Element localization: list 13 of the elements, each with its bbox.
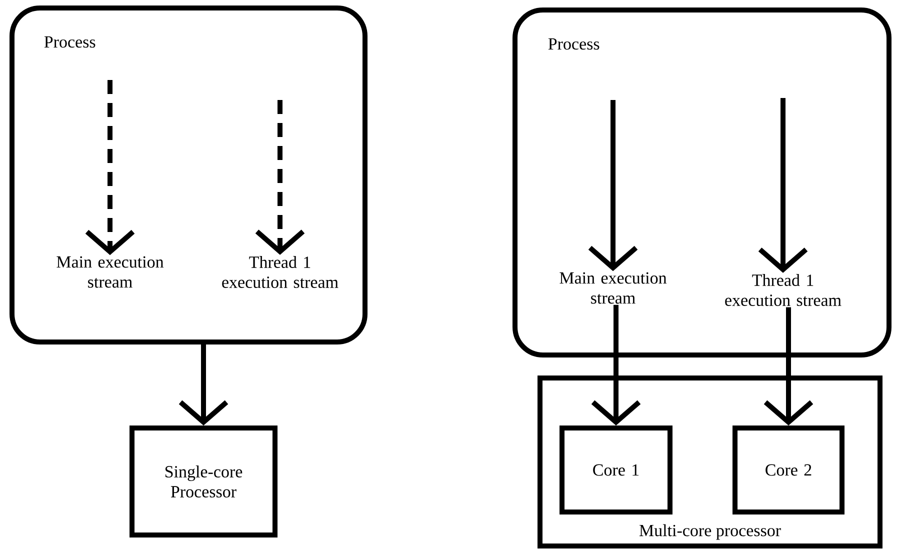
stream-label: Thread 1 execution stream (725, 274, 842, 306)
core-box: Core 1 (560, 426, 672, 514)
stream-label: Thread 1 execution stream (222, 256, 338, 288)
arrow (85, 80, 135, 256)
stream-label: Main execution stream (56, 256, 164, 288)
arrow (255, 100, 305, 255)
arrow (758, 98, 808, 273)
stream-label: Main execution stream (560, 272, 667, 304)
core-box: Core 2 (732, 426, 844, 514)
arrow (588, 100, 638, 272)
arrow (764, 307, 814, 426)
arrow (591, 304, 641, 426)
processor-box: Single-core Processor (130, 426, 278, 538)
